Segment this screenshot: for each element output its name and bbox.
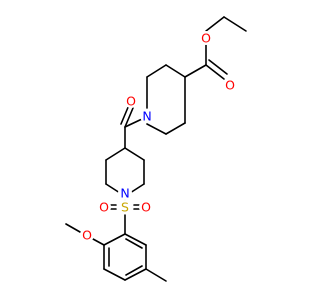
bond	[208, 59, 228, 75]
bond	[124, 233, 147, 246]
bond	[129, 183, 145, 194]
bond	[124, 147, 145, 161]
oxygen-atom-carbonyl-ester: O	[223, 78, 237, 93]
structure-canvas: O O N O N S O	[65, 16, 247, 282]
bond	[92, 238, 105, 246]
atom-label: O	[141, 200, 151, 215]
bond	[125, 265, 143, 276]
atom-label: N	[142, 109, 151, 124]
bond	[105, 183, 121, 194]
atom-label: O	[225, 78, 235, 93]
bond	[103, 233, 126, 246]
bond	[145, 268, 167, 282]
atom-layer: O O N O N S O	[80, 31, 237, 243]
atom-label: S	[121, 200, 129, 215]
oxygen-atom-carbonyl-amide: O	[124, 94, 138, 109]
bond	[124, 107, 134, 128]
bond	[65, 223, 81, 233]
bond	[105, 147, 126, 161]
bond	[205, 64, 225, 80]
oxygen-atom-sulfonyl-right: O	[139, 200, 153, 215]
bond	[205, 16, 225, 32]
nitrogen-atom-sulfonamide: N	[118, 186, 132, 201]
bond	[120, 104, 130, 125]
bond	[146, 64, 167, 78]
bond	[125, 238, 143, 249]
bond	[184, 64, 207, 78]
bond	[103, 268, 126, 281]
bond-layer	[65, 16, 247, 282]
atom-label: O	[82, 228, 92, 243]
atom-label: O	[126, 94, 136, 109]
atom-label: N	[120, 186, 129, 201]
bond	[223, 16, 247, 32]
oxygen-atom-sulfonyl-left: O	[97, 200, 111, 215]
bond	[124, 268, 147, 281]
bond	[124, 118, 143, 128]
atom-label: O	[99, 200, 109, 215]
atom-label: O	[201, 31, 211, 46]
nitrogen-atom-amide: N	[140, 109, 154, 124]
oxygen-atom-methoxy: O	[80, 228, 94, 243]
bond	[165, 122, 186, 135]
bond	[146, 123, 167, 135]
sulfur-atom: S	[118, 200, 132, 215]
bond	[165, 64, 186, 78]
oxygen-atom-ester: O	[199, 31, 213, 46]
molecule-structure-diagram: O O N O N S O	[65, 16, 247, 282]
